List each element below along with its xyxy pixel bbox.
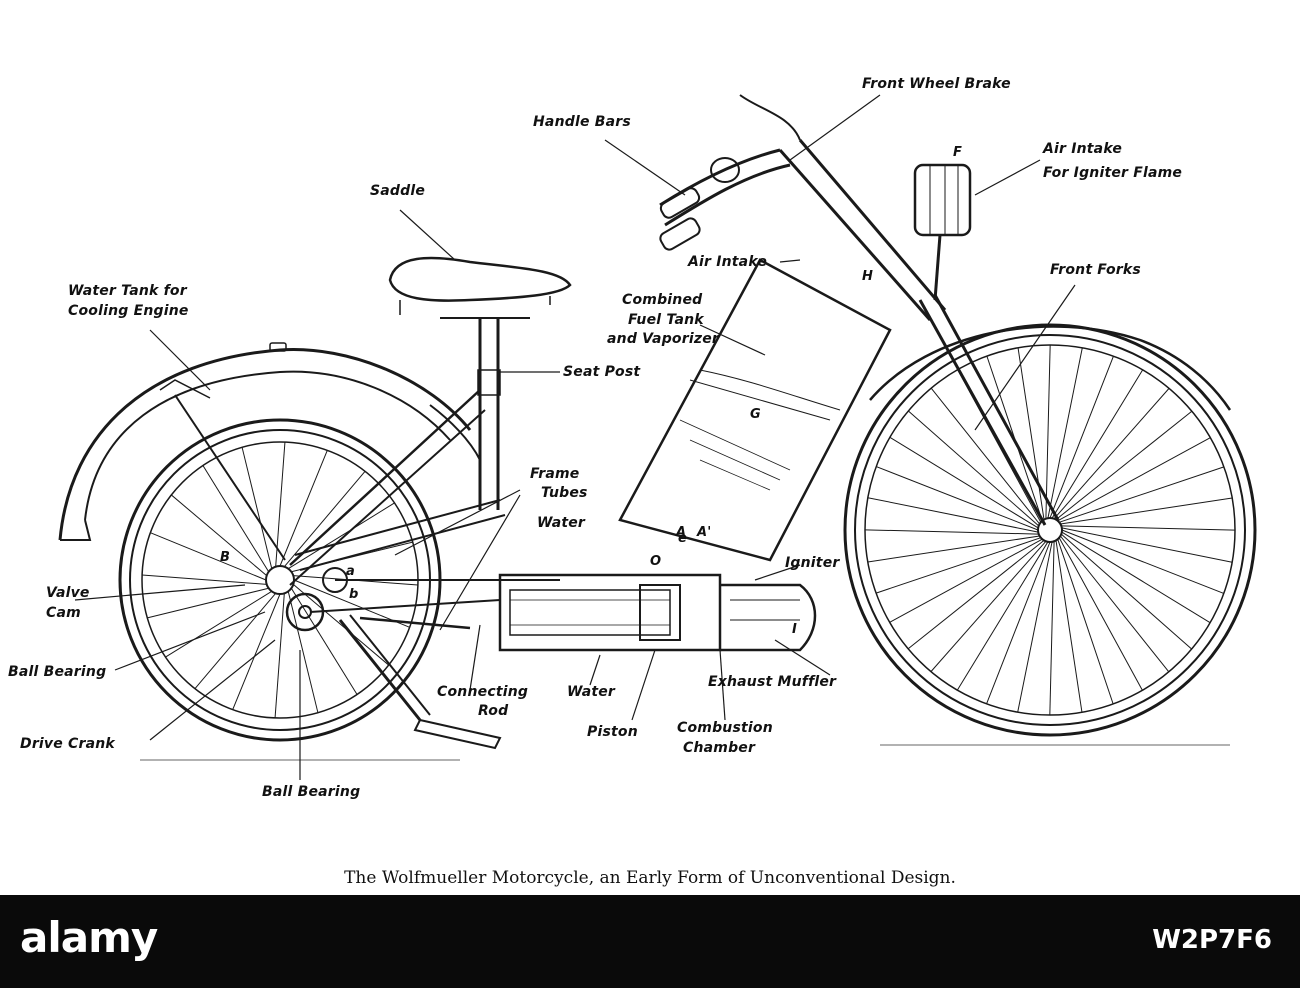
frame-tubes-label-line2: Tubes — [541, 485, 588, 501]
combustion-chamber-label-line1: Combustion — [677, 720, 773, 736]
letter-e-label: e — [678, 531, 688, 546]
letter-a-label: a — [346, 564, 355, 579]
front-wheel — [843, 323, 1257, 737]
letter-I-label: I — [792, 622, 798, 637]
letter-b-label: b — [349, 587, 359, 602]
frame-tubes-label-line1: Frame — [530, 466, 580, 482]
watermark-footer: alamy W2P7F6 — [0, 895, 1300, 988]
figure-caption: The Wolfmueller Motorcycle, an Early For… — [344, 868, 956, 888]
water-tank-label-line2: Cooling Engine — [68, 303, 189, 319]
exhaust-muffler-label: Exhaust Muffler — [708, 674, 837, 690]
letter-O-label: O — [650, 554, 662, 569]
drive-crank-label: Drive Crank — [20, 736, 115, 752]
letter-B-label: B — [220, 550, 231, 565]
saddle-shape — [388, 256, 572, 319]
motorcycle-drawing — [58, 94, 1257, 780]
combined-label-line3: and Vaporizer — [607, 331, 719, 347]
ball-bearing-left-label: Ball Bearing — [8, 664, 107, 680]
valve-cam-label-line1: Valve — [46, 585, 90, 601]
air-intake-igniter-label-line1: Air Intake — [1043, 141, 1123, 157]
air-intake-label: Air Intake — [688, 254, 768, 270]
letter-A-label: A — [676, 525, 687, 540]
combustion-chamber-label-line2: Chamber — [683, 740, 756, 756]
water-tank-fender — [58, 342, 481, 541]
alamy-logo: alamy — [20, 913, 158, 962]
letter-G-label: G — [750, 407, 761, 422]
connecting-rod-label-line1: Connecting — [437, 684, 529, 700]
water-top-label: Water — [537, 515, 586, 531]
valve-cam-label-line2: Cam — [46, 605, 81, 621]
image-code: W2P7F6 — [1152, 925, 1272, 955]
letter-H-label: H — [862, 269, 874, 284]
saddle-label: Saddle — [370, 183, 426, 199]
combined-label-line2: Fuel Tank — [628, 312, 704, 328]
fuel-tank — [618, 258, 892, 562]
connecting-rod-label-line2: Rod — [478, 703, 509, 719]
engine-block — [498, 573, 817, 652]
rear-wheel — [118, 418, 442, 742]
handle-bars-label: Handle Bars — [533, 114, 631, 130]
front-wheel-brake-label: Front Wheel Brake — [862, 76, 1011, 92]
ball-bearing-bottom-label: Ball Bearing — [262, 784, 361, 800]
water-bottom-label: Water — [567, 684, 616, 700]
air-intake-igniter-label-line2: For Igniter Flame — [1043, 165, 1183, 181]
seat-post-label: Seat Post — [563, 364, 641, 380]
letter-F-label: F — [953, 145, 963, 160]
diagram-page: Front Wheel Brake Handle Bars Air Intake… — [8, 76, 1257, 888]
combined-label-line1: Combined — [622, 292, 703, 308]
igniter-label: Igniter — [785, 555, 840, 571]
front-forks-label: Front Forks — [1050, 262, 1141, 278]
piston-label: Piston — [587, 724, 638, 740]
letter-A-prime-label: A' — [697, 525, 712, 540]
leader-lines — [74, 94, 1076, 780]
water-tank-label-line1: Water Tank for — [68, 283, 187, 299]
